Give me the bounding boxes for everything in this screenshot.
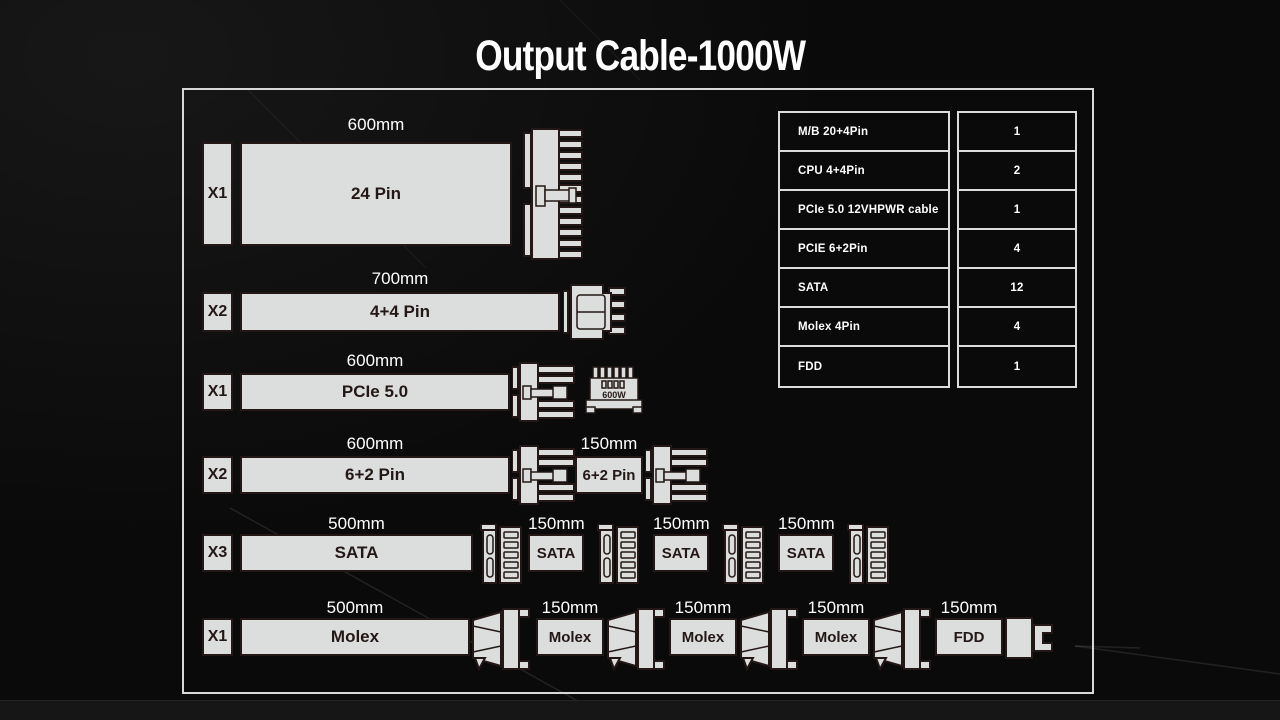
molex-connector-icon: [739, 606, 801, 672]
cable-length-label: 150mm: [653, 514, 710, 533]
cable-bar-6plus2pin-segment: 6+2 Pin: [575, 456, 643, 494]
cable-count: X1: [202, 142, 233, 246]
table-row-name: Molex 4Pin: [780, 308, 948, 347]
600w-label: 600W: [602, 390, 626, 400]
cable-count: X2: [202, 292, 233, 332]
cable-bar-sata-segment: SATA: [653, 534, 709, 572]
cable-length-label: 150mm: [778, 514, 835, 533]
600w-connector-badge-icon: 600W: [585, 366, 643, 414]
table-row-name: FDD: [798, 360, 823, 373]
table-row-name: CPU 4+4Pin: [780, 152, 948, 191]
cable-length-label: 150mm: [541, 598, 599, 617]
cpu-4plus4pin-connector-icon: [563, 283, 627, 341]
cable-bar-sata: SATA: [240, 534, 473, 572]
table-row-qty: 12: [959, 269, 1075, 308]
cable-length-label: 150mm: [580, 434, 638, 453]
cable-bar-pcie5: PCIe 5.0: [240, 373, 510, 411]
sata-connector-icon: [591, 524, 641, 584]
diagram-panel: 600mm X1 24 Pin 700mm X2 4+4 Pin 600mm X…: [182, 88, 1094, 694]
table-row-name: SATA: [780, 269, 948, 308]
cable-length-label: 500mm: [326, 598, 384, 617]
table-row-qty: 1: [959, 191, 1075, 230]
cable-bar-molex-segment: Molex: [669, 618, 737, 656]
cable-bar-4plus4pin: 4+4 Pin: [240, 292, 560, 332]
molex-connector-icon: [872, 606, 934, 672]
cable-bar-molex: Molex: [240, 618, 470, 656]
cable-length-label: 150mm: [940, 598, 998, 617]
cable-bar-molex-segment: Molex: [802, 618, 870, 656]
table-row-qty: 1: [959, 113, 1075, 152]
pcie-6plus2pin-connector-icon: [512, 445, 576, 505]
cable-count: X1: [202, 618, 233, 656]
cable-bar-6plus2pin: 6+2 Pin: [240, 456, 510, 494]
molex-connector-icon: [471, 606, 533, 672]
cable-bar-sata-segment: SATA: [528, 534, 584, 572]
cable-length-label: 600mm: [346, 351, 404, 370]
table-row-qty: 1: [1013, 360, 1021, 373]
12vhpwr-connector-icon: [512, 362, 576, 422]
cable-bar-24pin: 24 Pin: [240, 142, 512, 246]
cable-summary-table-names: M/B 20+4Pin CPU 4+4Pin PCIe 5.0 12VHPWR …: [778, 111, 950, 388]
page-title: Output Cable-1000W: [474, 32, 806, 80]
cable-length-label: 150mm: [528, 514, 585, 533]
cable-length-label: 500mm: [328, 514, 385, 533]
cable-length-label: 150mm: [674, 598, 732, 617]
table-row-name: PCIe 5.0 12VHPWR cable: [780, 191, 948, 230]
table-row-name: M/B 20+4Pin: [780, 113, 948, 152]
atx-24pin-connector-icon: [514, 128, 584, 260]
cable-length-label: 150mm: [807, 598, 865, 617]
table-row-qty: 4: [959, 230, 1075, 269]
cable-length-label: 700mm: [371, 269, 429, 288]
cable-summary-table-quantities: 1 2 1 4 12 4 1: [957, 111, 1077, 388]
cable-count: X2: [202, 456, 233, 494]
molex-connector-icon: [606, 606, 668, 672]
fdd-connector-icon: [1005, 616, 1057, 660]
cable-bar-sata-segment: SATA: [778, 534, 834, 572]
cable-count: X1: [202, 373, 233, 411]
cable-bar-fdd-segment: FDD: [935, 618, 1003, 656]
table-row-qty: 2: [959, 152, 1075, 191]
footer-band: [0, 700, 1280, 720]
cable-count: X3: [202, 534, 233, 572]
sata-connector-icon: [841, 524, 891, 584]
cable-length-label: 600mm: [346, 434, 404, 453]
pcie-6plus2pin-connector-icon: [645, 445, 709, 505]
table-row-name: PCIE 6+2Pin: [780, 230, 948, 269]
cable-bar-molex-segment: Molex: [536, 618, 604, 656]
cable-length-label: 600mm: [347, 115, 405, 134]
sata-connector-icon: [474, 524, 524, 584]
table-row-qty: 4: [959, 308, 1075, 347]
sata-connector-icon: [716, 524, 766, 584]
